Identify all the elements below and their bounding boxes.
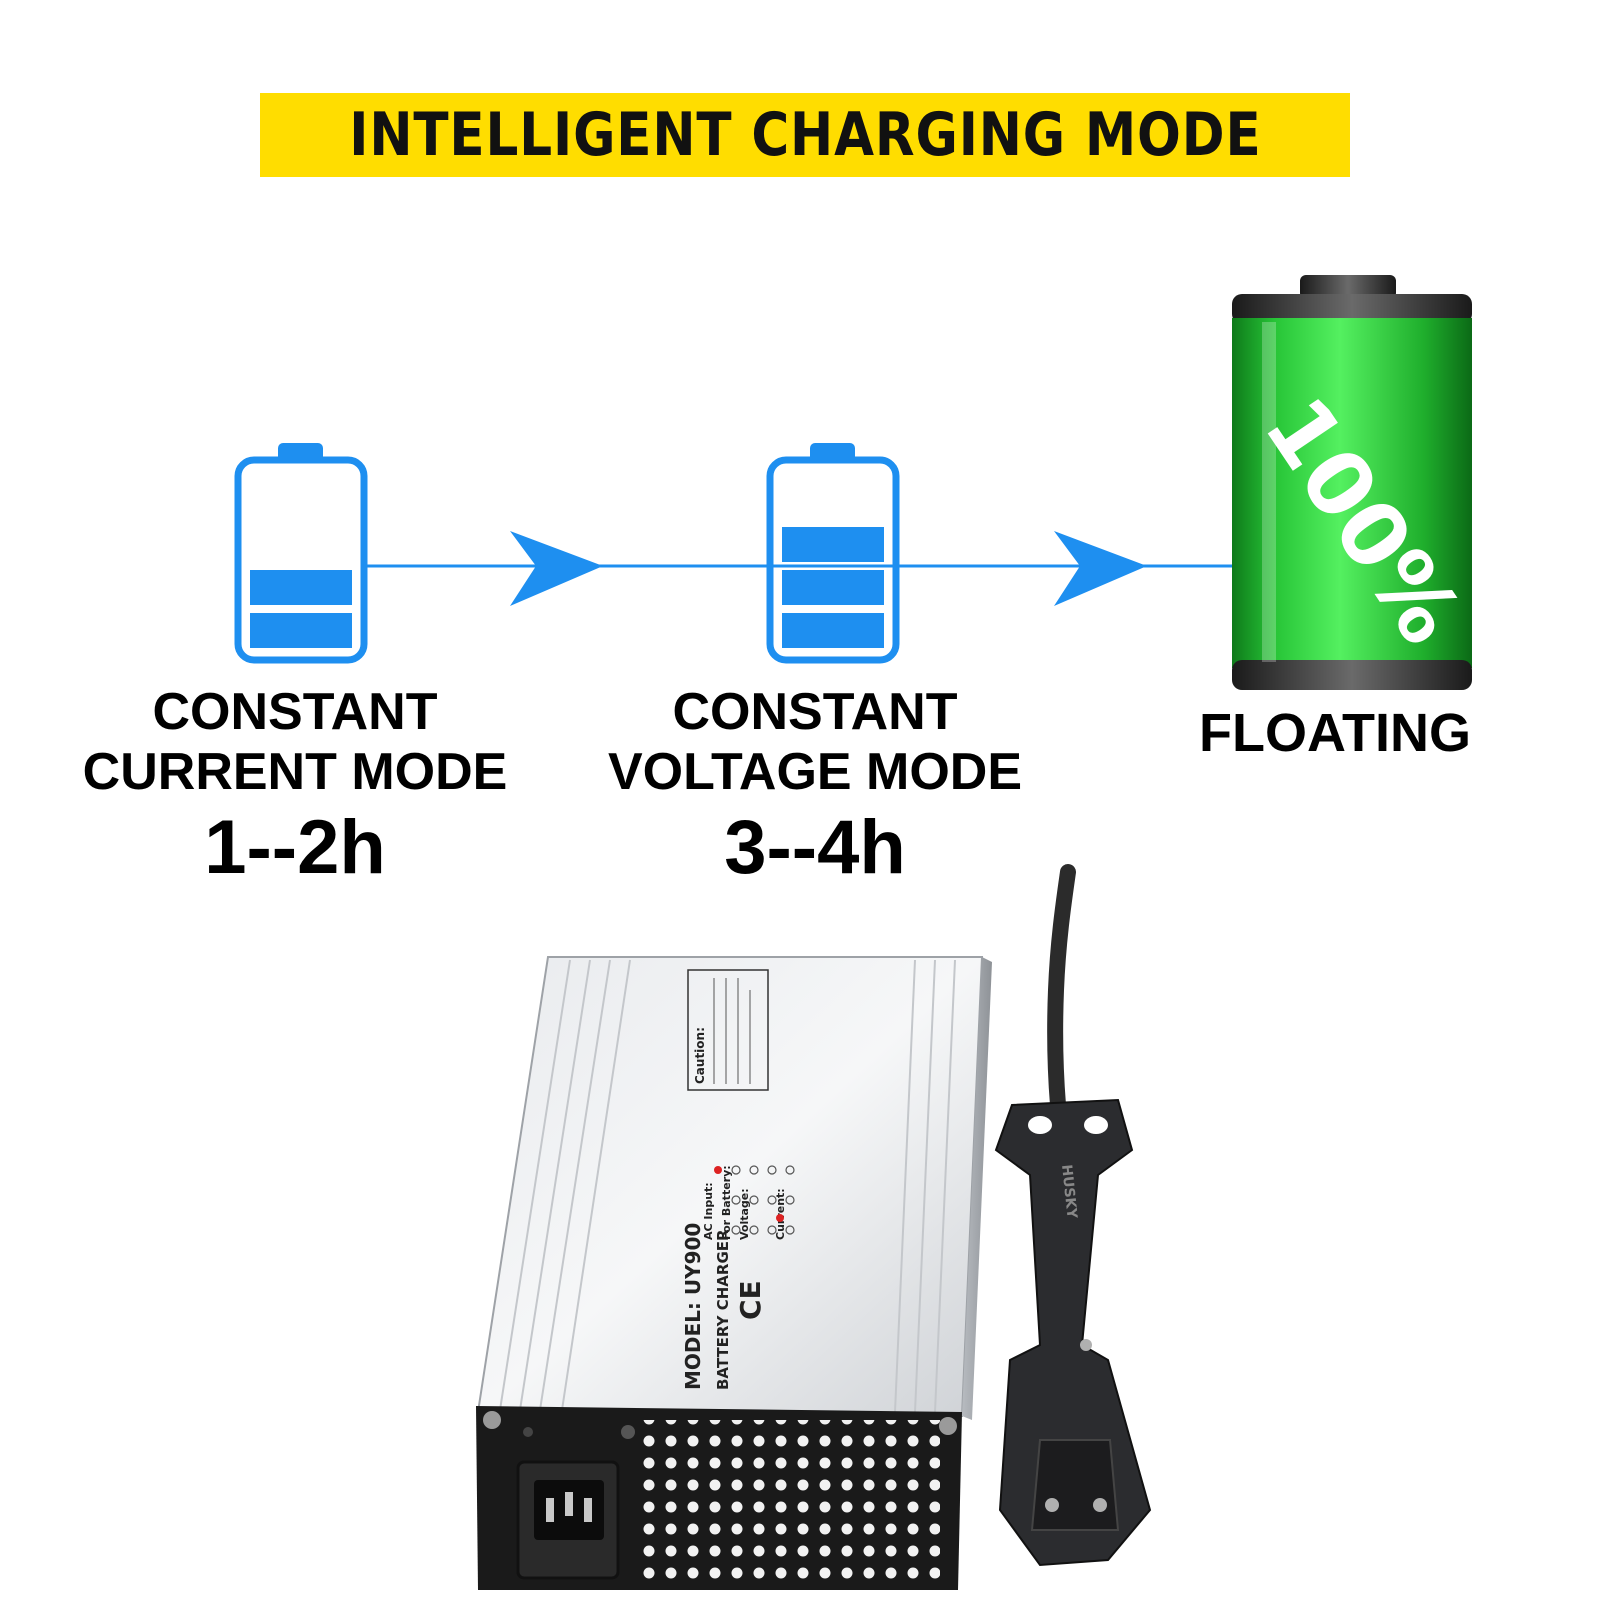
battery-three-quarter-icon bbox=[766, 443, 900, 664]
status-led bbox=[621, 1425, 635, 1439]
ac-input-text: AC Input: bbox=[702, 1182, 715, 1240]
connector-plug: HUSKY bbox=[994, 1098, 1152, 1567]
page-title: INTELLIGENT CHARGING MODE bbox=[348, 100, 1262, 170]
arrow-icon bbox=[510, 531, 603, 606]
heat-sink-fins bbox=[499, 959, 956, 1413]
stage-name-line1: CONSTANT bbox=[672, 683, 958, 741]
cable bbox=[1047, 864, 1076, 1113]
screw-icon bbox=[939, 1417, 957, 1435]
title-banner: INTELLIGENT CHARGING MODE bbox=[260, 93, 1350, 177]
connector-brand-text: HUSKY bbox=[1058, 1164, 1080, 1220]
stage-duration: 3--4h bbox=[724, 805, 906, 890]
ce-mark: CE bbox=[734, 1280, 767, 1320]
arrow-icon bbox=[1054, 531, 1147, 606]
stage-duration: 1--2h bbox=[204, 805, 386, 890]
for-battery-text: For Battery: bbox=[720, 1165, 733, 1240]
stage-name-line2: CURRENT MODE bbox=[82, 743, 508, 801]
stage-name: FLOATING bbox=[1199, 703, 1471, 763]
battery-half-icon bbox=[234, 443, 368, 664]
option-indicators bbox=[731, 1165, 795, 1235]
charging-flow-diagram: 100% bbox=[234, 275, 1472, 690]
vent-holes bbox=[640, 1420, 940, 1588]
voltage-text: Voltage: bbox=[738, 1188, 751, 1240]
stage-constant-current: CONSTANT CURRENT MODE 1--2h bbox=[70, 682, 520, 890]
stage-name-line2: VOLTAGE MODE bbox=[607, 743, 1023, 801]
charger-side-panel bbox=[962, 957, 992, 1420]
stage-name-line1: CONSTANT bbox=[152, 683, 438, 741]
stage-constant-voltage: CONSTANT VOLTAGE MODE 3--4h bbox=[590, 682, 1040, 890]
battery-full-icon bbox=[1232, 275, 1472, 690]
caution-title: Caution: bbox=[693, 1027, 707, 1084]
stage-floating: FLOATING bbox=[1180, 703, 1490, 763]
charger-label: MODEL: UY900 BATTERY CHARGER CE AC Input… bbox=[681, 969, 787, 1390]
model-text: MODEL: UY900 bbox=[681, 1223, 705, 1390]
product-type-text: BATTERY CHARGER bbox=[714, 1229, 732, 1390]
screw-icon bbox=[483, 1411, 501, 1429]
